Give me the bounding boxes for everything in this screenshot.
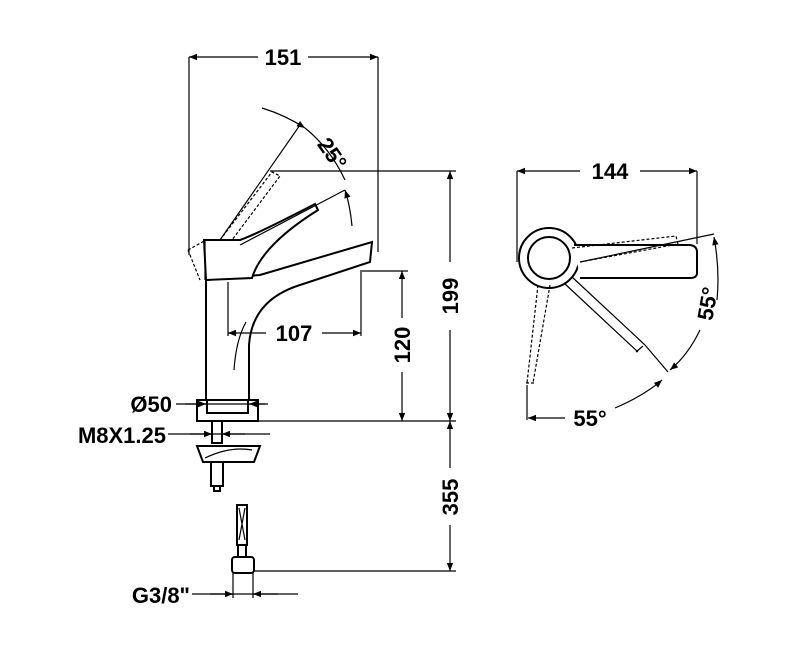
threaded-rod bbox=[211, 420, 223, 444]
dim-rotation-left-55: 55° bbox=[573, 406, 606, 431]
hose-nut bbox=[231, 556, 255, 574]
lever-handle bbox=[202, 202, 320, 282]
dim-base-diameter: Ø50 bbox=[130, 392, 172, 417]
dim-spout-reach-107: 107 bbox=[276, 321, 313, 346]
faucet-body bbox=[205, 240, 374, 401]
dim-spout-height-120: 120 bbox=[390, 327, 415, 364]
side-view: 151 25° 199 120 107 Ø50 M8X1.25 bbox=[78, 45, 463, 608]
dim-width-151: 151 bbox=[265, 45, 302, 70]
mounting-nut bbox=[195, 445, 262, 463]
dim-width-144: 144 bbox=[592, 159, 629, 184]
dim-rotation-right-55: 55° bbox=[692, 285, 722, 322]
lever-top bbox=[574, 244, 698, 279]
lever-raised-ghost bbox=[219, 171, 281, 241]
dim-height-199: 199 bbox=[438, 278, 463, 315]
top-view: 144 55° 55° bbox=[516, 159, 723, 431]
dim-thread-m8: M8X1.25 bbox=[78, 423, 166, 448]
dim-lever-angle-25: 25° bbox=[312, 133, 352, 175]
dim-connection-g38: G3/8" bbox=[132, 583, 190, 608]
dim-hose-length-355: 355 bbox=[438, 479, 463, 516]
